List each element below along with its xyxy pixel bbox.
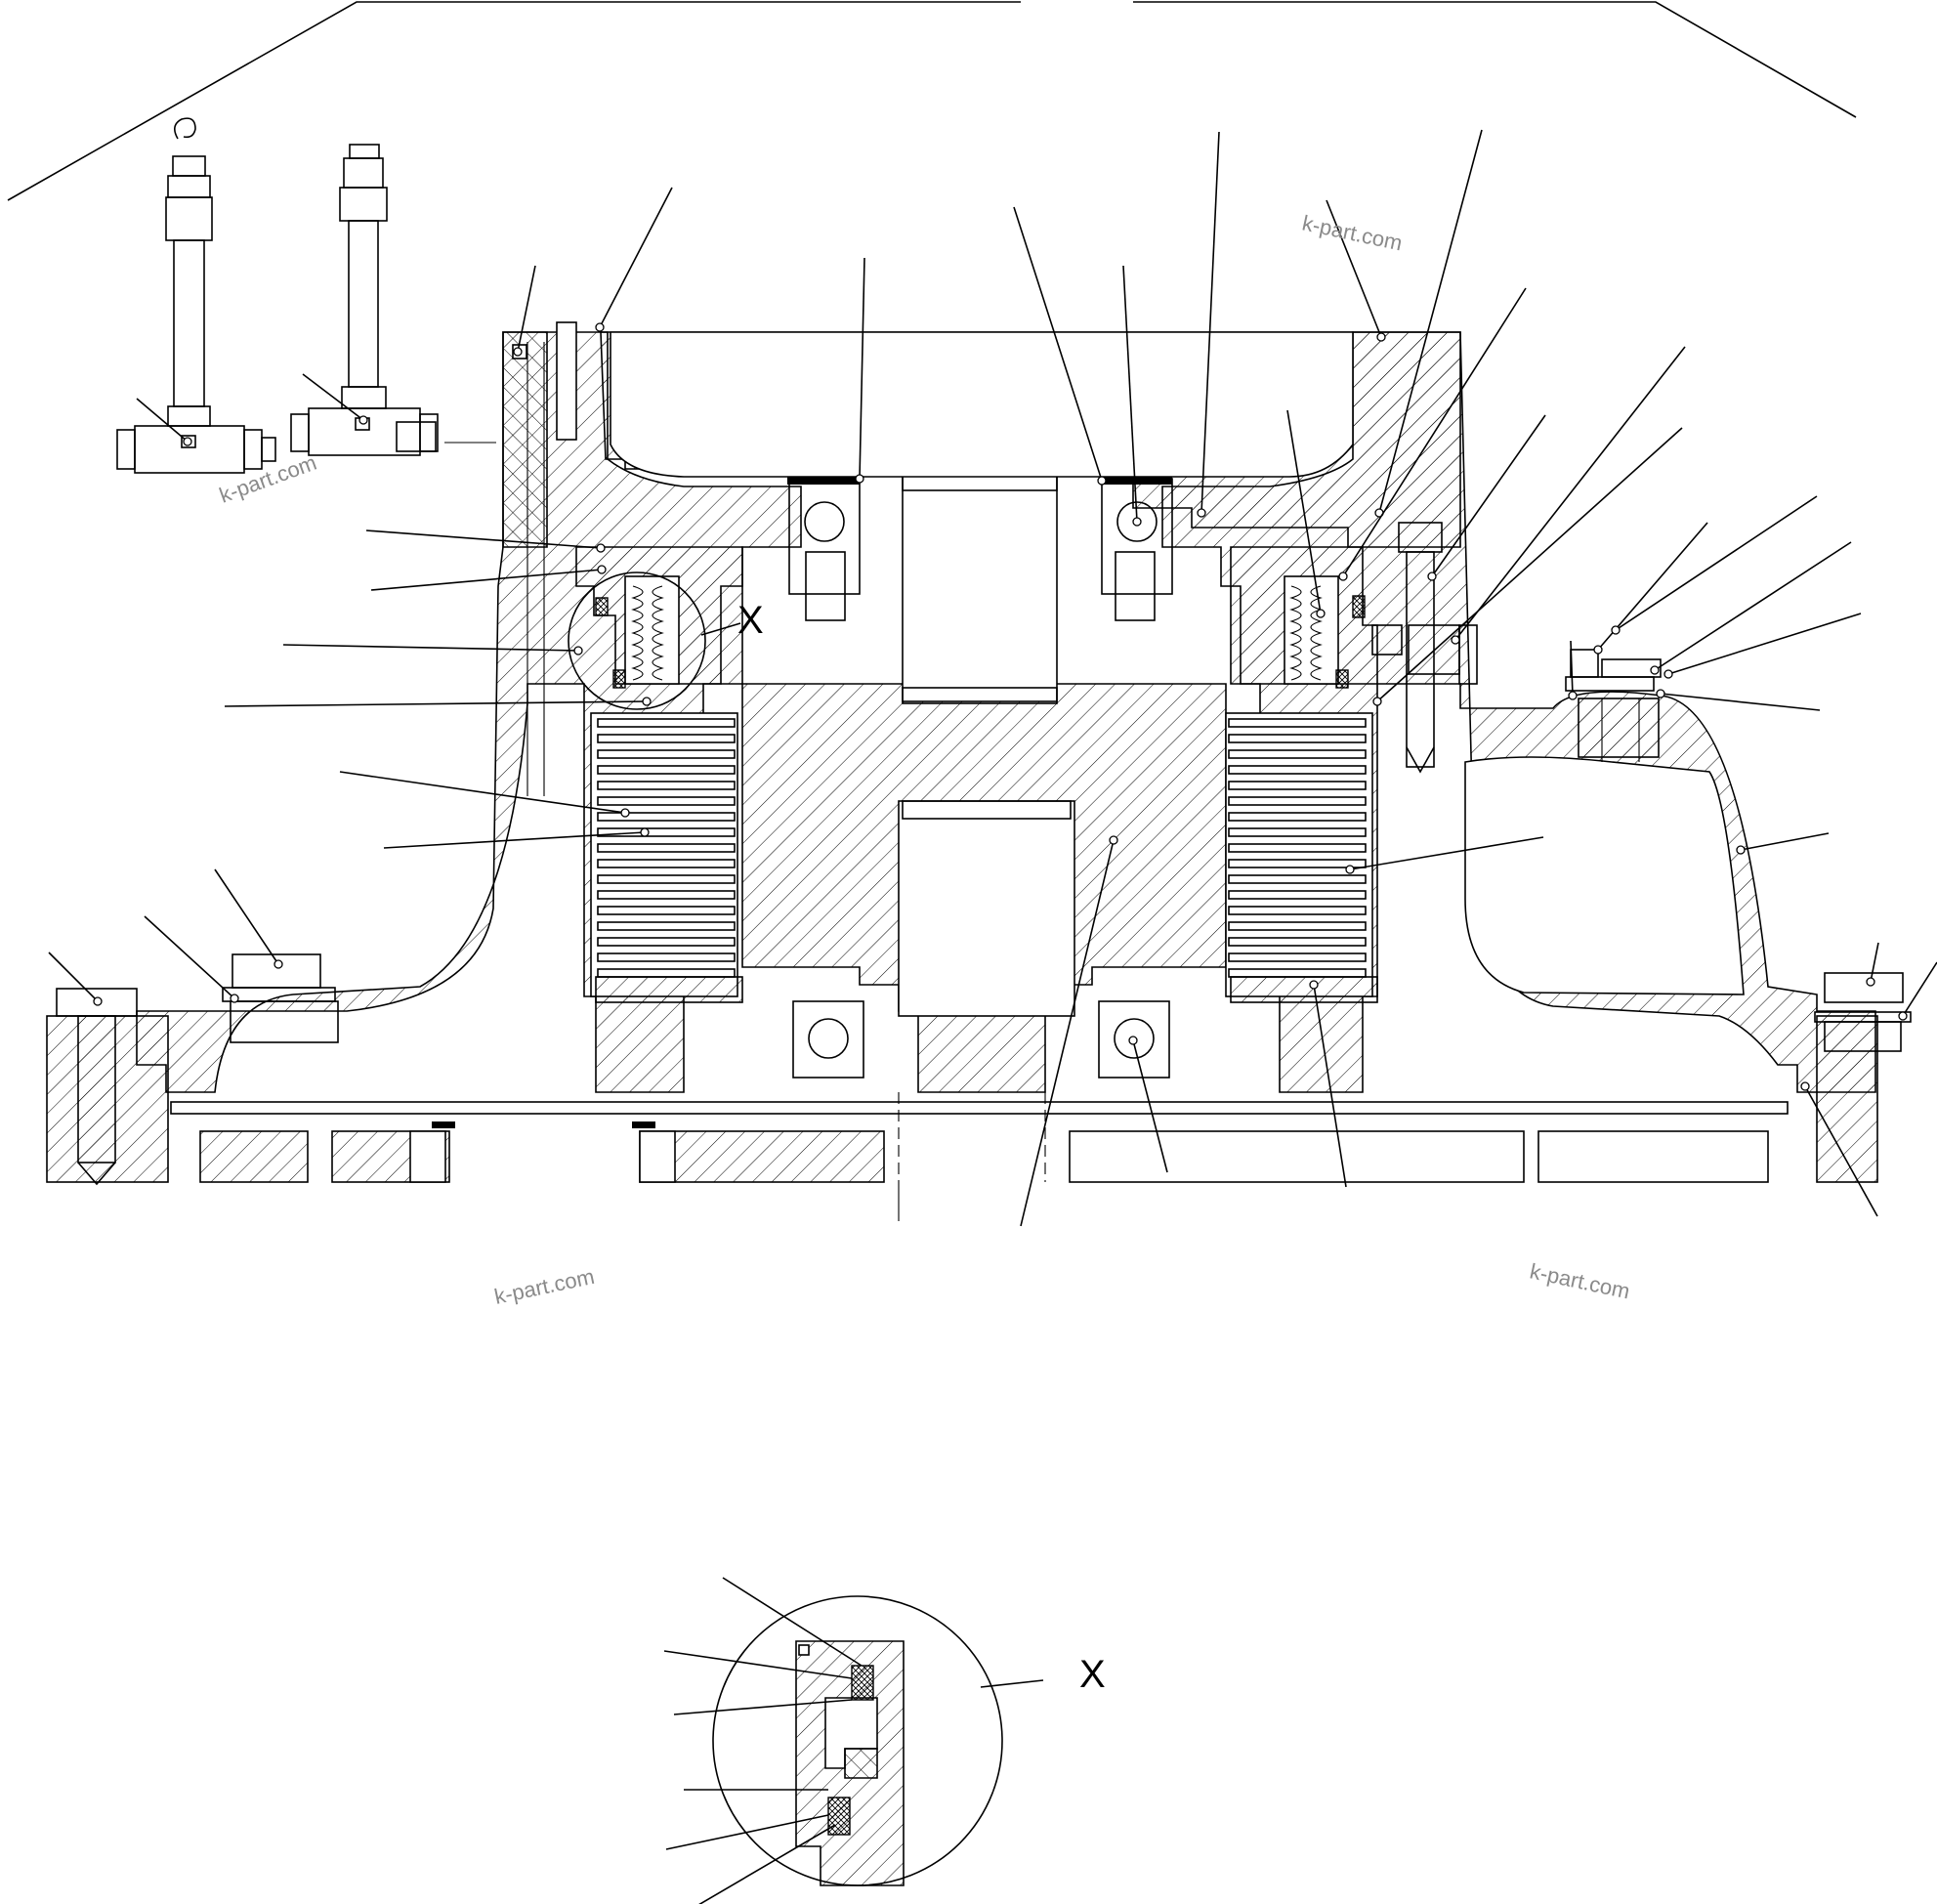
bottom-flange (46, 1015, 1878, 1183)
watermark: k-part.com (1300, 210, 1405, 255)
breather-plug-right (1565, 649, 1662, 762)
top-cover (600, 331, 1461, 548)
breather-fitting-right (290, 144, 496, 456)
detail-view-label: X (1079, 1653, 1106, 1696)
breather-fitting-left (116, 117, 276, 474)
bearing-bottom-right (1098, 1000, 1170, 1079)
hex-plug-left (222, 953, 339, 1043)
side-bolt-right (1398, 522, 1478, 774)
disc-pack-left (590, 712, 743, 1003)
frame-lines (7, 1, 1857, 201)
center-shaft (741, 474, 1227, 1221)
detail-x-view (663, 1577, 1044, 1904)
watermark: k-part.com (216, 450, 319, 508)
bearing-bottom-left (792, 1000, 864, 1079)
detail-callout-label: X (737, 599, 764, 642)
hex-plug-right (1814, 972, 1912, 1052)
brake-piston-left (575, 546, 743, 689)
brake-piston-right (1230, 546, 1403, 689)
leader-lines (48, 129, 1937, 1227)
watermark: k-part.com (1528, 1258, 1632, 1303)
hex-bolt-left (56, 988, 138, 1186)
detail-circle-marker (568, 571, 706, 710)
bearing-top-right (1100, 477, 1173, 621)
disc-pack-right (1225, 712, 1378, 1003)
watermark: k-part.com (492, 1264, 597, 1309)
bearing-top-left (787, 477, 861, 621)
